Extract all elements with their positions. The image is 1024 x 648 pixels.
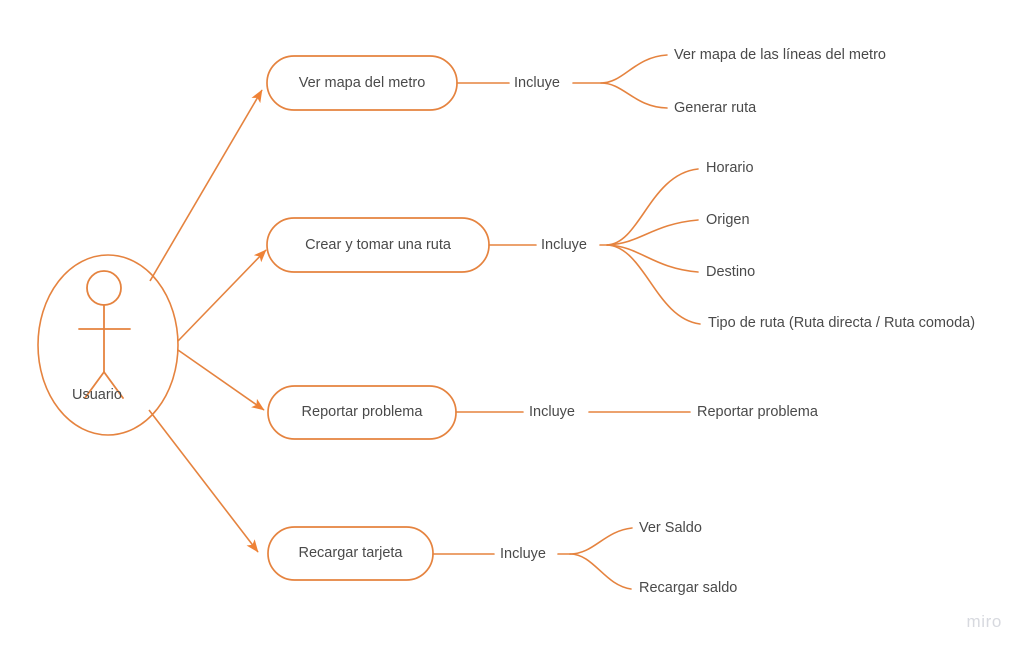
branch-2-1 bbox=[606, 168, 699, 246]
included-label-horario: Horario bbox=[706, 160, 754, 176]
include-label-3: Incluye bbox=[529, 404, 575, 420]
branch-4-1 bbox=[569, 527, 633, 555]
branch-2-2 bbox=[606, 219, 699, 246]
branch-1-1 bbox=[600, 54, 668, 84]
actor-label: Usuario bbox=[72, 387, 122, 403]
actor-ellipse bbox=[37, 254, 179, 436]
association-line-1 bbox=[149, 89, 263, 282]
include-label-2: Incluye bbox=[541, 237, 587, 253]
include-label-1: Incluye bbox=[514, 75, 560, 91]
included-label-ver-saldo: Ver Saldo bbox=[639, 520, 702, 536]
included-label-destino: Destino bbox=[706, 264, 756, 280]
usecase-label-ver-mapa-del-metro: Ver mapa del metro bbox=[298, 75, 426, 91]
actor-associations bbox=[148, 89, 267, 553]
branch-4-2 bbox=[569, 553, 632, 590]
branch-2-3 bbox=[606, 244, 699, 273]
included-label-ver-mapa-lineas: Ver mapa de las líneas del metro bbox=[674, 47, 886, 63]
included-label-origen: Origen bbox=[706, 212, 750, 228]
association-line-2 bbox=[177, 249, 267, 342]
included-label-tipo-de-ruta: Tipo de ruta (Ruta directa / Ruta comoda… bbox=[708, 315, 976, 331]
branch-2-4 bbox=[606, 244, 701, 325]
association-line-4 bbox=[148, 409, 259, 553]
branch-1-2 bbox=[600, 82, 668, 109]
included-label-reportar-problema: Reportar problema bbox=[697, 404, 818, 420]
included-label-generar-ruta: Generar ruta bbox=[674, 100, 757, 116]
usecase-label-crear-y-tomar-una-ruta: Crear y tomar una ruta bbox=[305, 237, 451, 253]
usecase-label-reportar-problema: Reportar problema bbox=[301, 404, 423, 420]
actor-stick-figure bbox=[78, 270, 131, 399]
include-label-4: Incluye bbox=[500, 546, 546, 562]
association-line-3 bbox=[177, 349, 265, 411]
usecase-label-recargar-tarjeta: Recargar tarjeta bbox=[298, 545, 403, 561]
included-label-recargar-saldo: Recargar saldo bbox=[639, 580, 738, 596]
miro-watermark: miro bbox=[966, 612, 1002, 631]
